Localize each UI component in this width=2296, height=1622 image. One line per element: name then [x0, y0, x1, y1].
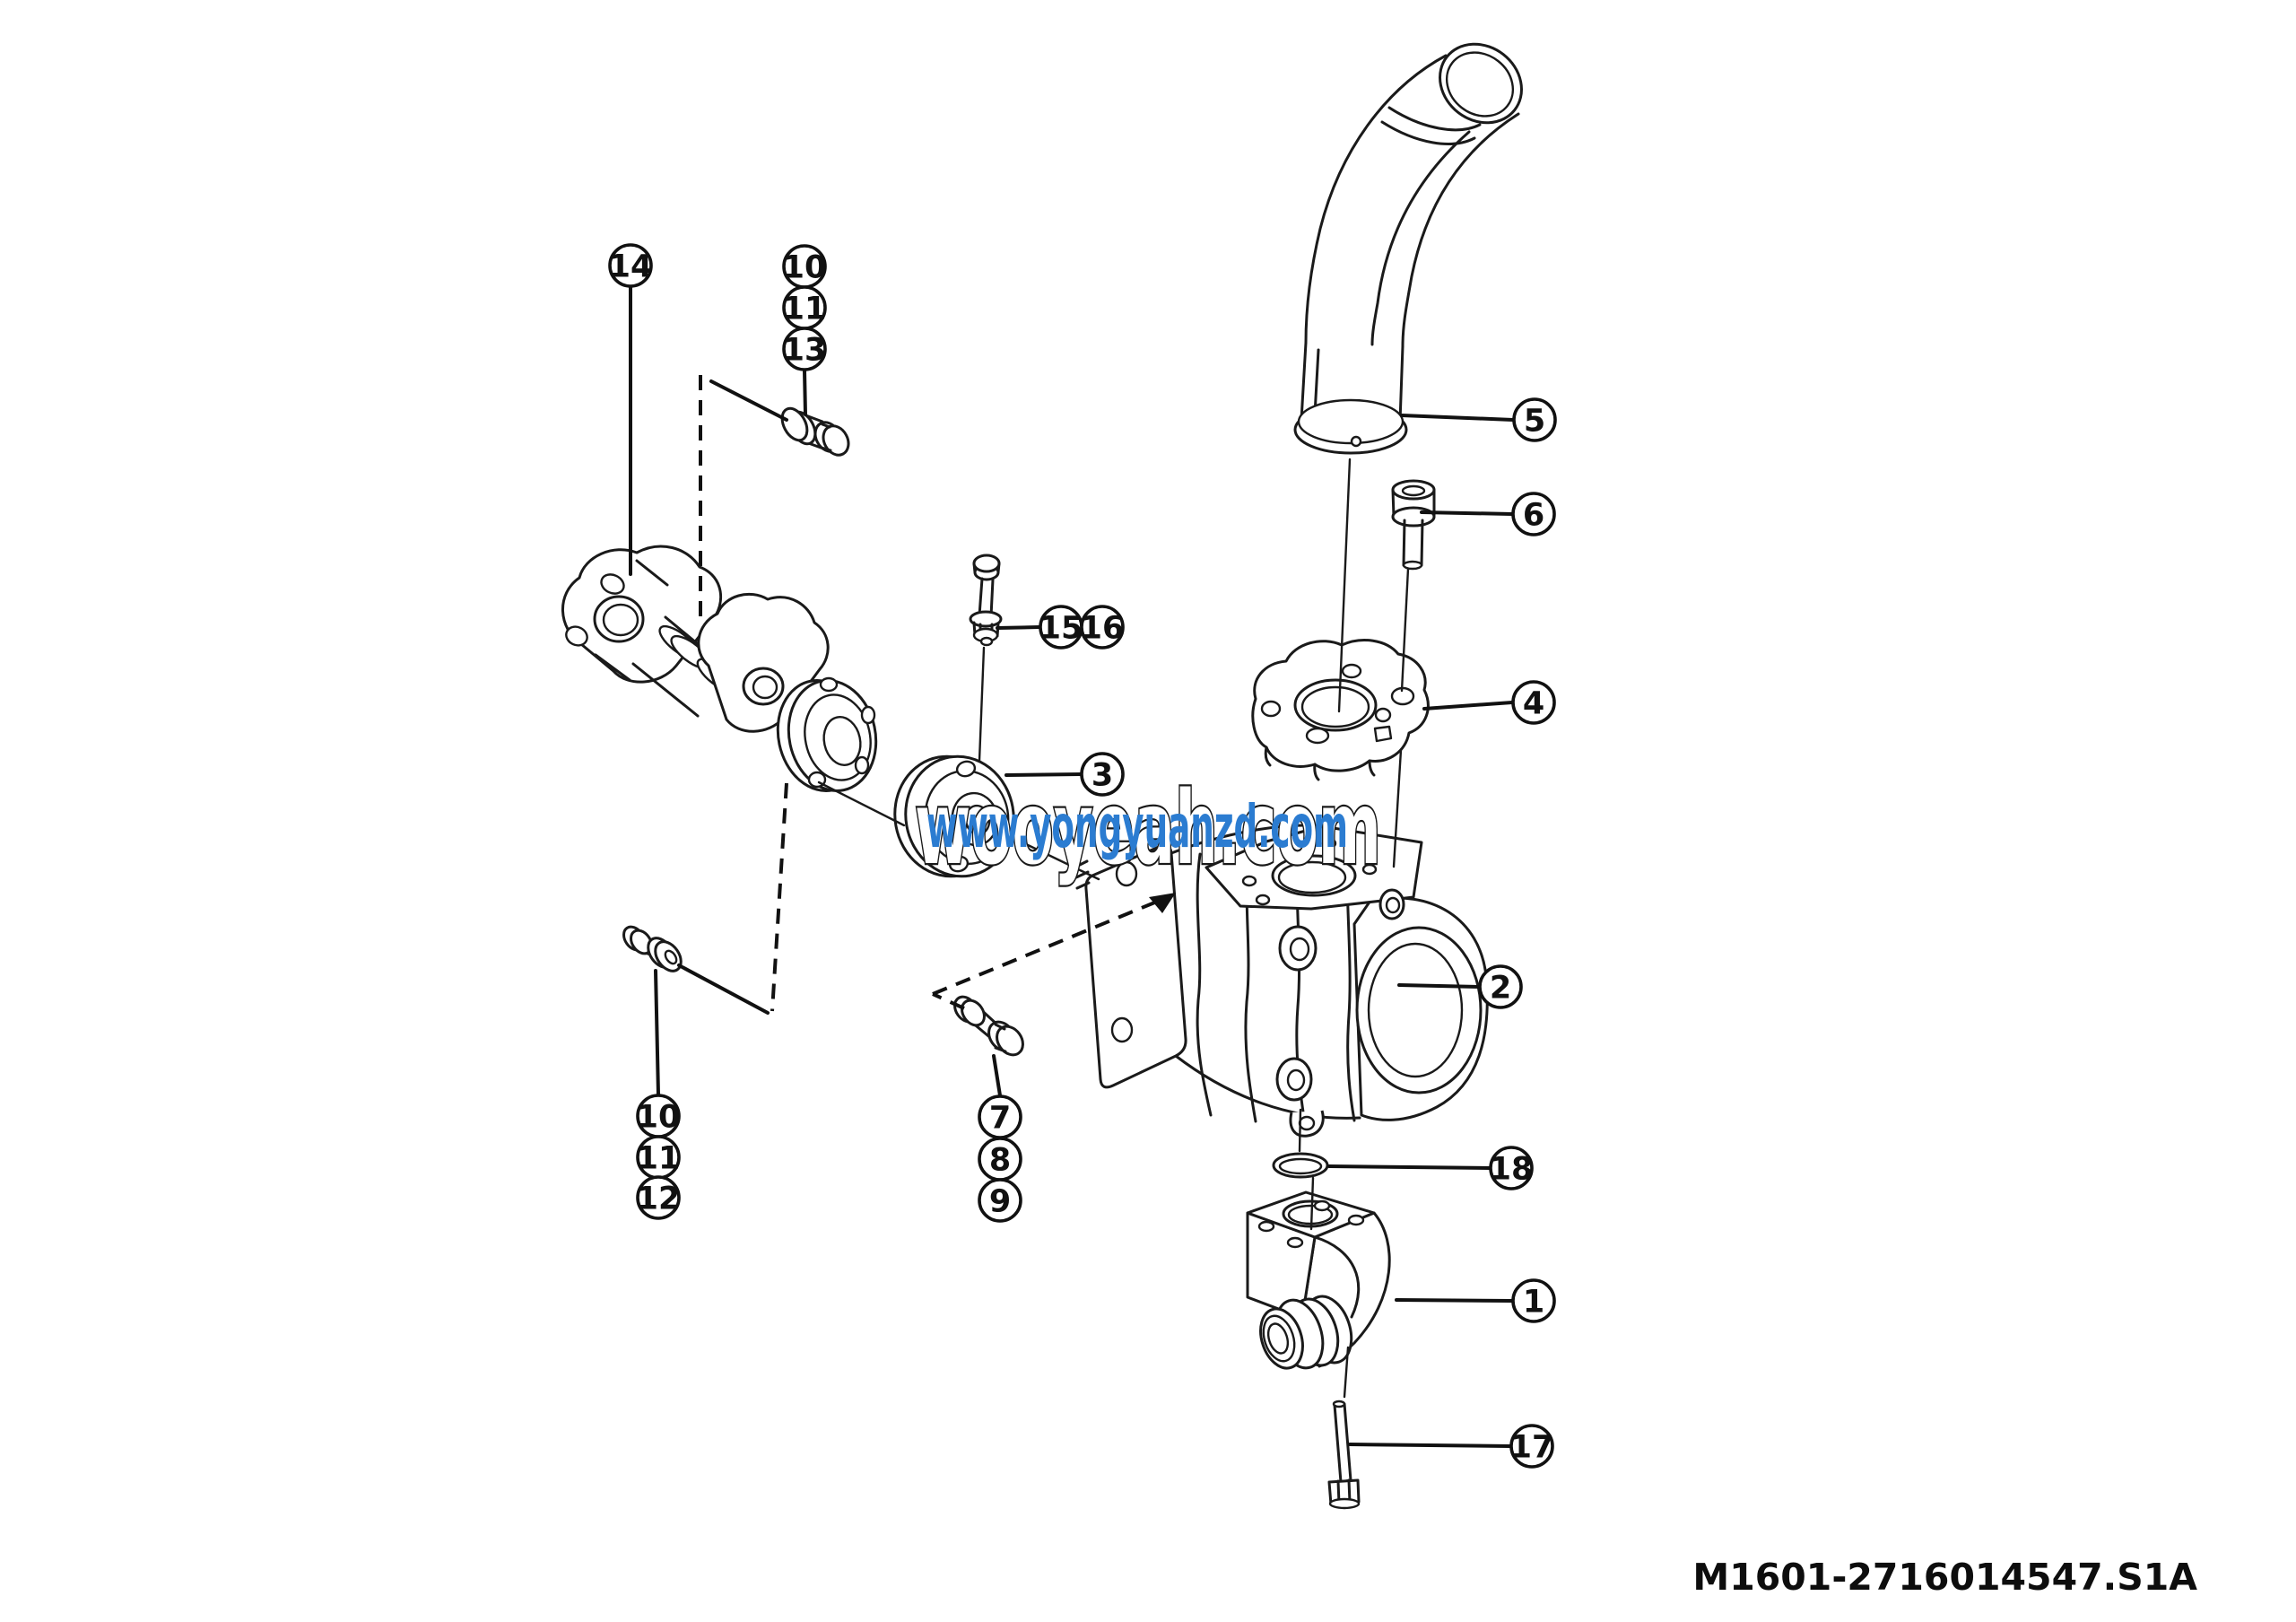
callout-circle [1080, 752, 1125, 797]
callout-circle [978, 1178, 1022, 1223]
part-bolt-washer-left-drawing [622, 925, 683, 972]
callout-number: 9 [989, 1184, 1011, 1220]
assembly-axis-line [817, 780, 906, 827]
callout-balloon-4: 4 [1511, 680, 1556, 725]
callout-balloon-12: 12 [636, 1175, 681, 1220]
callout-number: 16 [1081, 611, 1125, 647]
watermark-blue-text: www.yongyuanzd.com [926, 792, 1348, 861]
callout-balloon-6: 6 [1511, 492, 1556, 536]
callout-circle [636, 1175, 681, 1220]
part-inlet-flange-drawing [1251, 639, 1430, 781]
callout-number: 10 [637, 1100, 681, 1136]
callout-number: 5 [1524, 404, 1545, 440]
callout-leader-line [996, 625, 1041, 630]
assembly-axis-line [1400, 567, 1410, 693]
part-banjo-bolt-drawing [780, 406, 850, 457]
alignment-dashed-line [932, 992, 965, 1010]
part-bolt-nut-drawing [969, 554, 1003, 647]
callout-balloon-17: 17 [1509, 1424, 1554, 1469]
assembly-axis-line [1343, 1346, 1350, 1399]
callout-balloon-9: 9 [978, 1178, 1022, 1223]
callout-number: 1 [1523, 1285, 1544, 1321]
callout-leader-line [1327, 1164, 1492, 1170]
callout-balloon-5: 5 [1512, 397, 1557, 442]
callout-leader-line [1400, 414, 1515, 422]
part-stud-bolt-drawing [1327, 1400, 1361, 1510]
callout-number: 2 [1490, 971, 1511, 1007]
callout-balloon-10: 10 [636, 1094, 681, 1138]
callout-leader-line [1397, 983, 1481, 989]
alignment-dashed-line [770, 782, 788, 1012]
callout-number: 3 [1091, 758, 1113, 794]
callout-number: 4 [1523, 686, 1544, 722]
callout-balloon-18: 18 [1489, 1146, 1534, 1190]
callout-number: 10 [783, 250, 827, 286]
callout-leader-line [1348, 1443, 1512, 1448]
callout-balloon-15: 15 [1039, 605, 1083, 650]
callout-balloon-10: 10 [782, 244, 827, 289]
part-socket-bolt-drawing [1391, 479, 1436, 571]
callout-leader-line [803, 369, 807, 416]
callout-leader-line [1420, 510, 1514, 516]
callout-balloon-13: 13 [782, 327, 827, 371]
callout-circle [1511, 680, 1556, 725]
callout-number: 13 [783, 333, 827, 369]
part-bolt-washer-center-drawing [953, 995, 1024, 1057]
leader-lines-layer [629, 285, 1515, 1448]
callout-number: 15 [1039, 611, 1083, 647]
callout-circle [1080, 605, 1125, 650]
alignment-arrowhead-icon [1149, 893, 1176, 913]
callout-number: 17 [1510, 1430, 1554, 1466]
callout-leader-line [654, 969, 660, 1096]
part-curved-pipe-drawing [1293, 42, 1523, 455]
callout-balloon-3: 3 [1080, 752, 1125, 797]
callout-balloon-11: 11 [636, 1135, 681, 1180]
callout-balloon-1: 1 [1511, 1278, 1556, 1323]
callout-leader-line [1395, 1298, 1514, 1303]
callout-balloon-8: 8 [978, 1137, 1022, 1182]
part-universal-joint-drawing [561, 545, 878, 792]
assembly-axis-line [1309, 1176, 1315, 1231]
assembly-axis-line [978, 646, 986, 763]
callout-circle [1511, 492, 1556, 536]
callout-circle [608, 243, 653, 288]
drawing-number: M1601-2716014547.S1A [1692, 1556, 2197, 1599]
callout-number: 11 [783, 292, 827, 327]
callout-circle [1478, 964, 1523, 1009]
callout-circle [1489, 1146, 1534, 1190]
callout-number: 12 [637, 1182, 681, 1217]
callout-leader-line [677, 964, 770, 1015]
callout-circle [1509, 1424, 1554, 1469]
callout-balloon-7: 7 [978, 1094, 1022, 1139]
callout-number: 11 [637, 1141, 681, 1177]
callout-balloon-16: 16 [1080, 605, 1125, 650]
callout-leader-line [1422, 701, 1514, 711]
callout-balloon-14: 14 [608, 243, 653, 288]
part-o-ring-drawing [1272, 1152, 1329, 1179]
assembly-axis-line [1392, 748, 1403, 868]
callout-circle [782, 327, 827, 371]
part-coupling-flange-drawing [893, 754, 1015, 878]
callout-number: 18 [1490, 1152, 1534, 1188]
callout-leader-line [1004, 772, 1083, 777]
callout-leader-line [709, 379, 788, 422]
assembly-axis-line [1337, 458, 1352, 713]
assembly-axis-line [1000, 831, 1100, 881]
callout-number: 8 [989, 1143, 1011, 1179]
callout-number: 6 [1523, 498, 1544, 534]
callout-circle [1512, 397, 1557, 442]
alignment-dashed-line [932, 895, 1169, 996]
callout-balloon-11: 11 [782, 285, 827, 330]
watermark-outline-text: wooyeah.com [915, 771, 1381, 887]
callout-circle [1511, 1278, 1556, 1323]
callout-balloon-2: 2 [1478, 964, 1523, 1009]
callout-leader-line [992, 1054, 1002, 1097]
part-elbow-fitting-drawing [1246, 1190, 1391, 1370]
callout-number: 7 [989, 1101, 1011, 1137]
callout-number: 14 [609, 249, 653, 285]
